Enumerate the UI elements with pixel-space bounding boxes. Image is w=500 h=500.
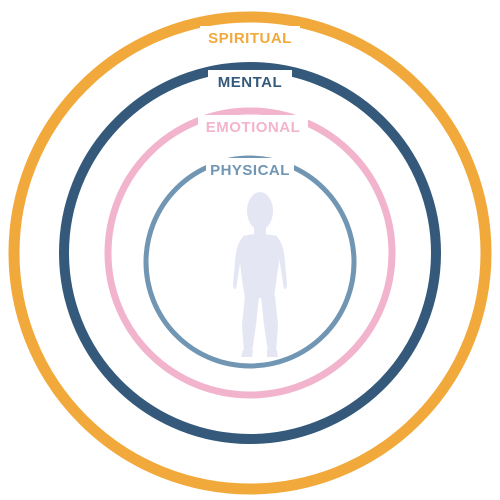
mental-ring <box>59 62 441 444</box>
mental-label-bg <box>208 70 292 94</box>
physical-label: PHYSICAL <box>210 162 290 179</box>
mental-label: MENTAL <box>218 74 282 91</box>
emotional-ring <box>104 107 396 399</box>
emotional-label: EMOTIONAL <box>206 119 301 136</box>
emotional-label-bg <box>198 115 308 139</box>
physical-label-bg <box>206 158 294 182</box>
spiritual-ring <box>8 11 492 495</box>
spiritual-label: SPIRITUAL <box>208 30 292 47</box>
woman-silhouette-icon <box>233 192 287 357</box>
spiritual-label-bg <box>200 26 300 50</box>
